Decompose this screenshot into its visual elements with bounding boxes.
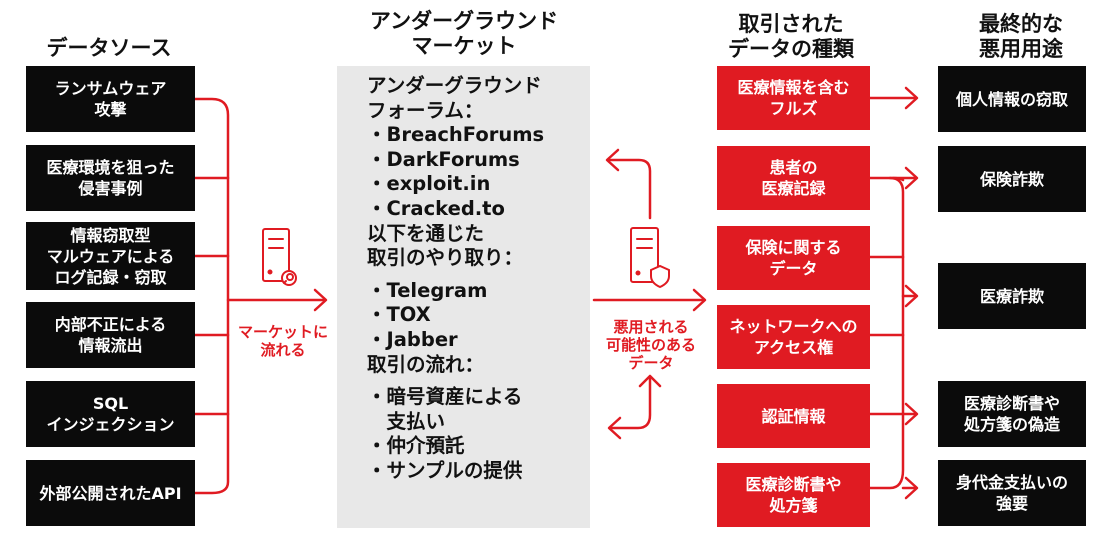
exchange-title-line-2: 取引のやり取り： [367,246,524,270]
source-infostealer-malware: 情報窃取型 マルウェアによる ログ記録・窃取 [26,222,195,290]
channel-item: ・TOX [367,303,431,327]
flow-title: 取引の流れ： [367,352,485,376]
flow-item: ・暗号資産による [367,385,523,409]
forum-item: ・DarkForums [367,147,520,171]
market-panel [337,66,590,528]
forums-title-line-1: アンダーグラウンド [367,74,542,97]
data-type-medical-certificates: 医療診断書や 処方箋 [717,463,870,527]
return-arrow-bottom [608,376,652,430]
heading-final-misuse: 最終的な 悪用用途 [979,12,1063,61]
source-healthcare-breach: 医療環境を狙った 侵害事例 [26,145,195,211]
server-shield-icon [630,227,670,289]
forum-item: ・Cracked.to [367,196,505,220]
source-insider-leak: 内部不正による 情報流出 [26,302,195,368]
forums-title-line-2: フォーラム： [367,98,484,122]
flow-item: 支払い [367,409,446,433]
return-arrow-top [606,158,652,220]
flow-label-misusable-data: 悪用される 可能性のある データ [605,318,696,372]
forum-item: ・exploit.in [367,172,491,196]
heading-underground-market: アンダーグラウンド マーケット [369,9,559,58]
source-sql-injection: SQL インジェクション [26,381,195,447]
source-bracket-line [193,97,230,495]
channel-item: ・Telegram [367,278,488,302]
channel-item: ・Jabber [367,327,458,351]
data-type-insurance-data: 保険に関する データ [717,226,870,290]
use-insurance-fraud: 保険詐欺 [938,146,1086,212]
heading-traded-data-types: 取引された データの種類 [728,12,854,61]
flow-label-to-market: マーケットに 流れる [237,323,328,359]
flow-item: ・仲介預託 [367,434,465,458]
server-search-icon [262,228,297,286]
data-type-fullz: 医療情報を含む フルズ [717,66,870,130]
data-type-network-access: ネットワークへの アクセス権 [717,305,870,369]
flow-item: ・サンプルの提供 [367,458,523,482]
exchange-title-line-1: 以下を通じた [367,221,485,245]
source-exposed-api: 外部公開されたAPI [26,460,195,526]
forum-item: ・BreachForums [367,123,545,147]
source-ransomware-attack: ランサムウェア 攻撃 [26,66,195,132]
use-identity-theft: 個人情報の窃取 [938,66,1086,132]
market-panel-text: アンダーグラウンド フォーラム： ・BreachForums ・DarkForu… [367,74,544,484]
heading-data-sources: データソース [46,36,172,60]
data-type-credentials: 認証情報 [717,384,870,448]
use-medical-fraud: 医療詐欺 [938,263,1086,329]
use-ransom-extortion: 身代金支払いの 強要 [938,460,1086,526]
use-document-forgery: 医療診断書や 処方箋の偽造 [938,381,1086,447]
data-type-bracket-line [868,176,905,490]
data-type-patient-records: 患者の 医療記録 [717,146,870,210]
